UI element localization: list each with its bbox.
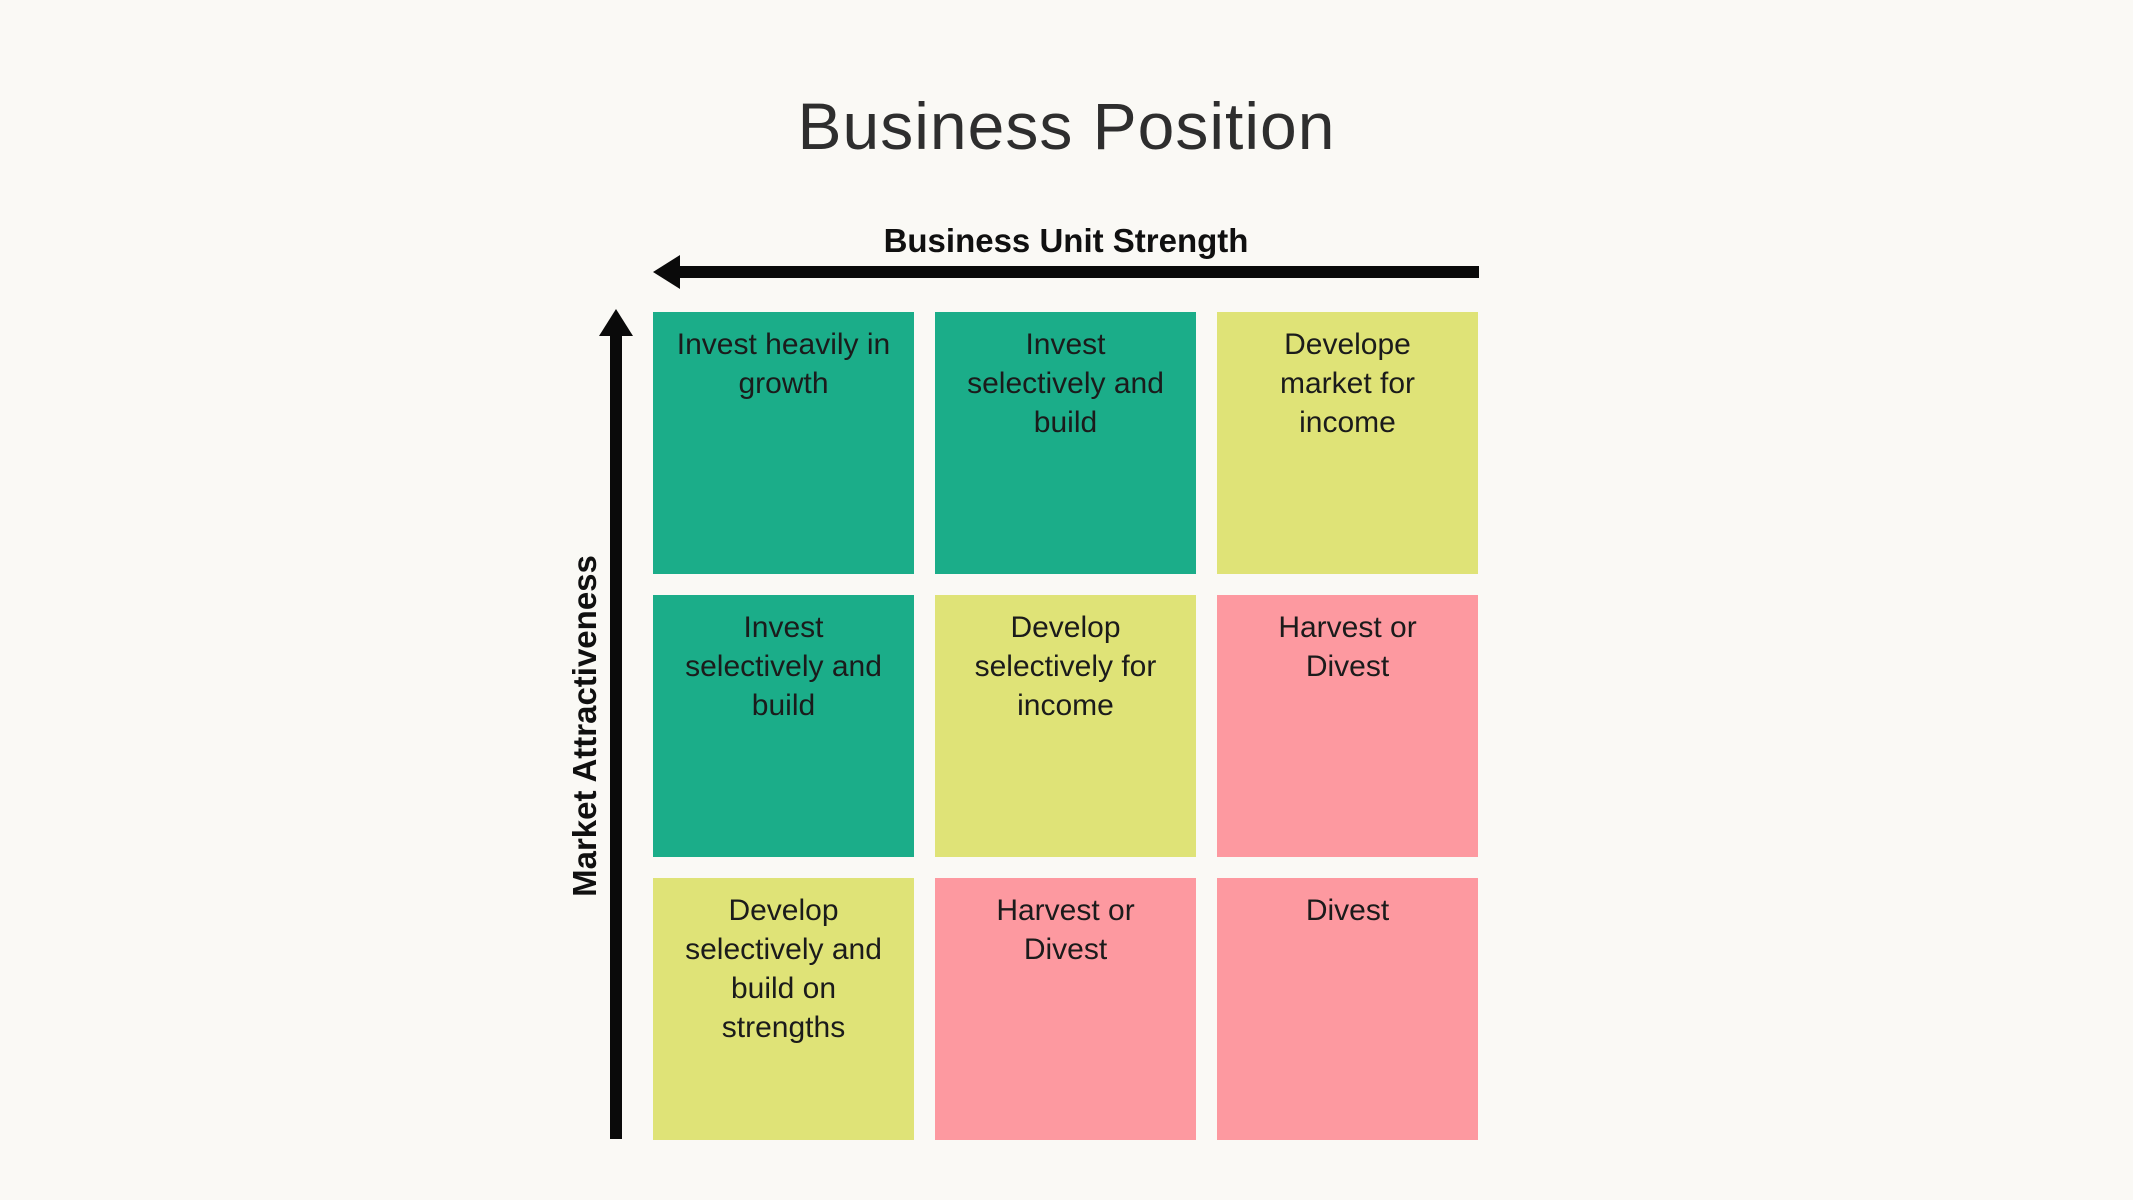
y-axis-label-container: Market Attractiveness [538, 312, 632, 1140]
left-arrow-icon [653, 255, 680, 289]
up-arrow-icon [599, 309, 633, 336]
matrix-cell-r1c1: Invest heavily in growth [653, 312, 914, 574]
matrix-cell-r1c3: Develope market for income [1217, 312, 1478, 574]
x-axis-arrow-line [676, 266, 1479, 278]
matrix-cell-r3c3: Divest [1217, 878, 1478, 1140]
matrix-cell-r2c1: Invest selectively and build [653, 595, 914, 857]
matrix-grid: Invest heavily in growth Invest selectiv… [653, 312, 1478, 1140]
page-title: Business Position [797, 89, 1336, 163]
matrix-cell-r1c2: Invest selectively and build [935, 312, 1196, 574]
y-axis-label: Market Attractiveness [566, 555, 604, 897]
matrix-cell-r3c1: Develop selectively and build on strengt… [653, 878, 914, 1140]
y-axis-arrow-line [610, 334, 622, 1139]
x-axis-label: Business Unit Strength [883, 222, 1249, 259]
matrix-cell-r2c3: Harvest or Divest [1217, 595, 1478, 857]
matrix-cell-r2c2: Develop selectively for income [935, 595, 1196, 857]
matrix-cell-r3c2: Harvest or Divest [935, 878, 1196, 1140]
